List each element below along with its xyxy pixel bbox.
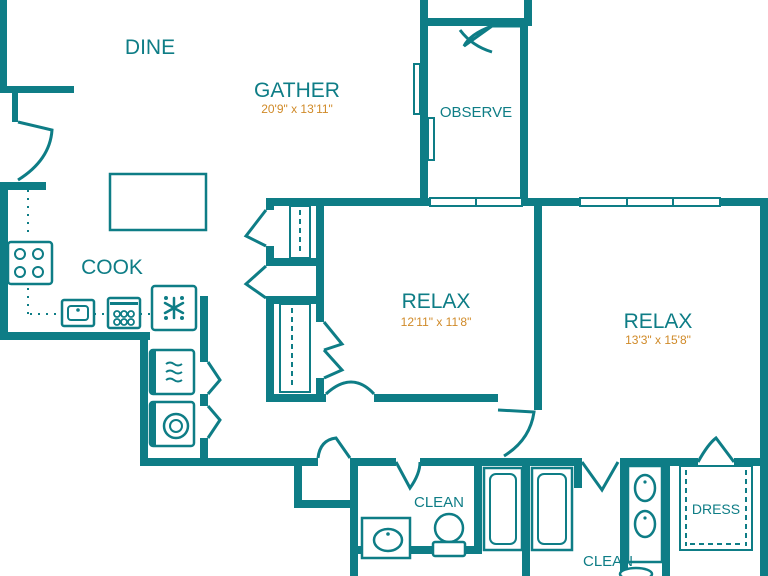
room-name-dine: DINE bbox=[125, 36, 175, 59]
kitchen-fixtures bbox=[6, 172, 208, 332]
room-name-cook: COOK bbox=[81, 256, 143, 279]
room-name-observe: OBSERVE bbox=[440, 104, 512, 121]
room-labels: DINE GATHER 20'9" x 13'11" OBSERVE COOK … bbox=[81, 36, 740, 570]
dryer-icon bbox=[148, 348, 196, 396]
closets bbox=[279, 205, 753, 551]
room-name-relax-2: RELAX bbox=[624, 310, 693, 333]
room-name-clean-1: CLEAN bbox=[414, 494, 464, 511]
room-dimensions-relax-2: 13'3" x 15'8" bbox=[625, 333, 691, 347]
stove-icon bbox=[6, 240, 54, 286]
doors bbox=[17, 24, 736, 493]
bathtub-icon bbox=[482, 466, 524, 552]
vanity-icon bbox=[360, 516, 412, 560]
room-name-relax-1: RELAX bbox=[402, 290, 471, 313]
bath-fixtures bbox=[360, 464, 664, 576]
island bbox=[108, 172, 208, 232]
room-name-dress: DRESS bbox=[692, 501, 740, 517]
laundry-fixtures bbox=[148, 348, 196, 448]
washer-icon bbox=[148, 400, 196, 448]
room-name-clean-2: CLEAN bbox=[583, 553, 633, 570]
room-dimensions-gather: 20'9" x 13'11" bbox=[261, 102, 333, 116]
toilet-icon bbox=[431, 512, 467, 558]
sink-icon bbox=[60, 298, 96, 328]
dishwasher-icon bbox=[106, 296, 142, 330]
windows bbox=[413, 63, 721, 207]
fridge-icon bbox=[150, 284, 198, 332]
room-name-gather: GATHER bbox=[254, 79, 340, 102]
vanity-icon bbox=[626, 464, 664, 564]
room-dimensions-relax-1: 12'11" x 11'8" bbox=[401, 315, 472, 329]
bathtub-icon bbox=[530, 466, 574, 552]
